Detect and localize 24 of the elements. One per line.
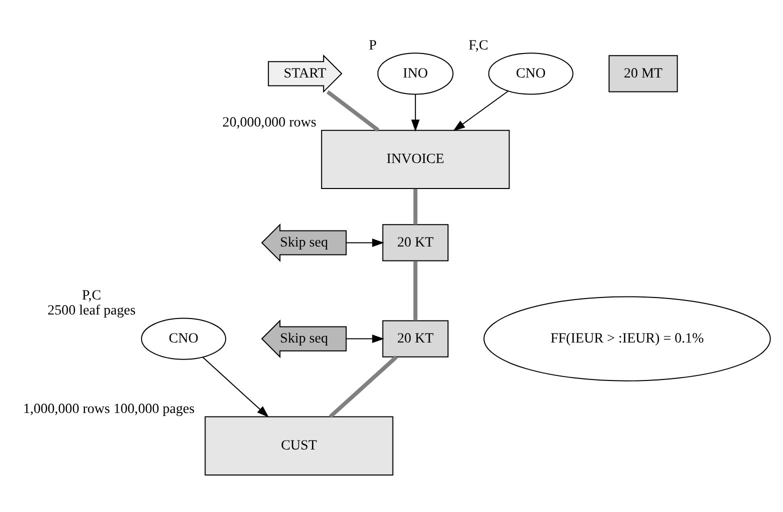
connector [328, 354, 398, 418]
node-box: INVOICE [321, 129, 510, 189]
node-box: 20 KT [382, 224, 449, 261]
connector [413, 188, 418, 224]
node-label: 20,000,000 rows [222, 114, 316, 130]
node-label: 2500 leaf pages [48, 302, 136, 318]
arrow [346, 334, 384, 343]
node-label: F,C [468, 36, 488, 53]
node-box: 20 MT [608, 54, 678, 92]
node-ellipse: FF(IEUR > :IEUR) = 0.1% [483, 296, 771, 381]
node-label: 1,000,000 rows 100,000 pages [23, 400, 195, 416]
arrow [411, 94, 420, 132]
node-ellipse: CNO [141, 317, 226, 360]
node-label: P [368, 36, 377, 53]
node-box: CUST [204, 416, 394, 475]
arrow [346, 238, 384, 246]
connector [326, 90, 380, 132]
node-ellipse: CNO [488, 52, 574, 94]
node-ellipse: INO [377, 52, 454, 94]
arrow [202, 356, 269, 417]
node-box: 20 KT [382, 320, 449, 357]
connector [413, 260, 418, 320]
node-label: P,C [82, 286, 102, 303]
arrow [453, 90, 509, 131]
